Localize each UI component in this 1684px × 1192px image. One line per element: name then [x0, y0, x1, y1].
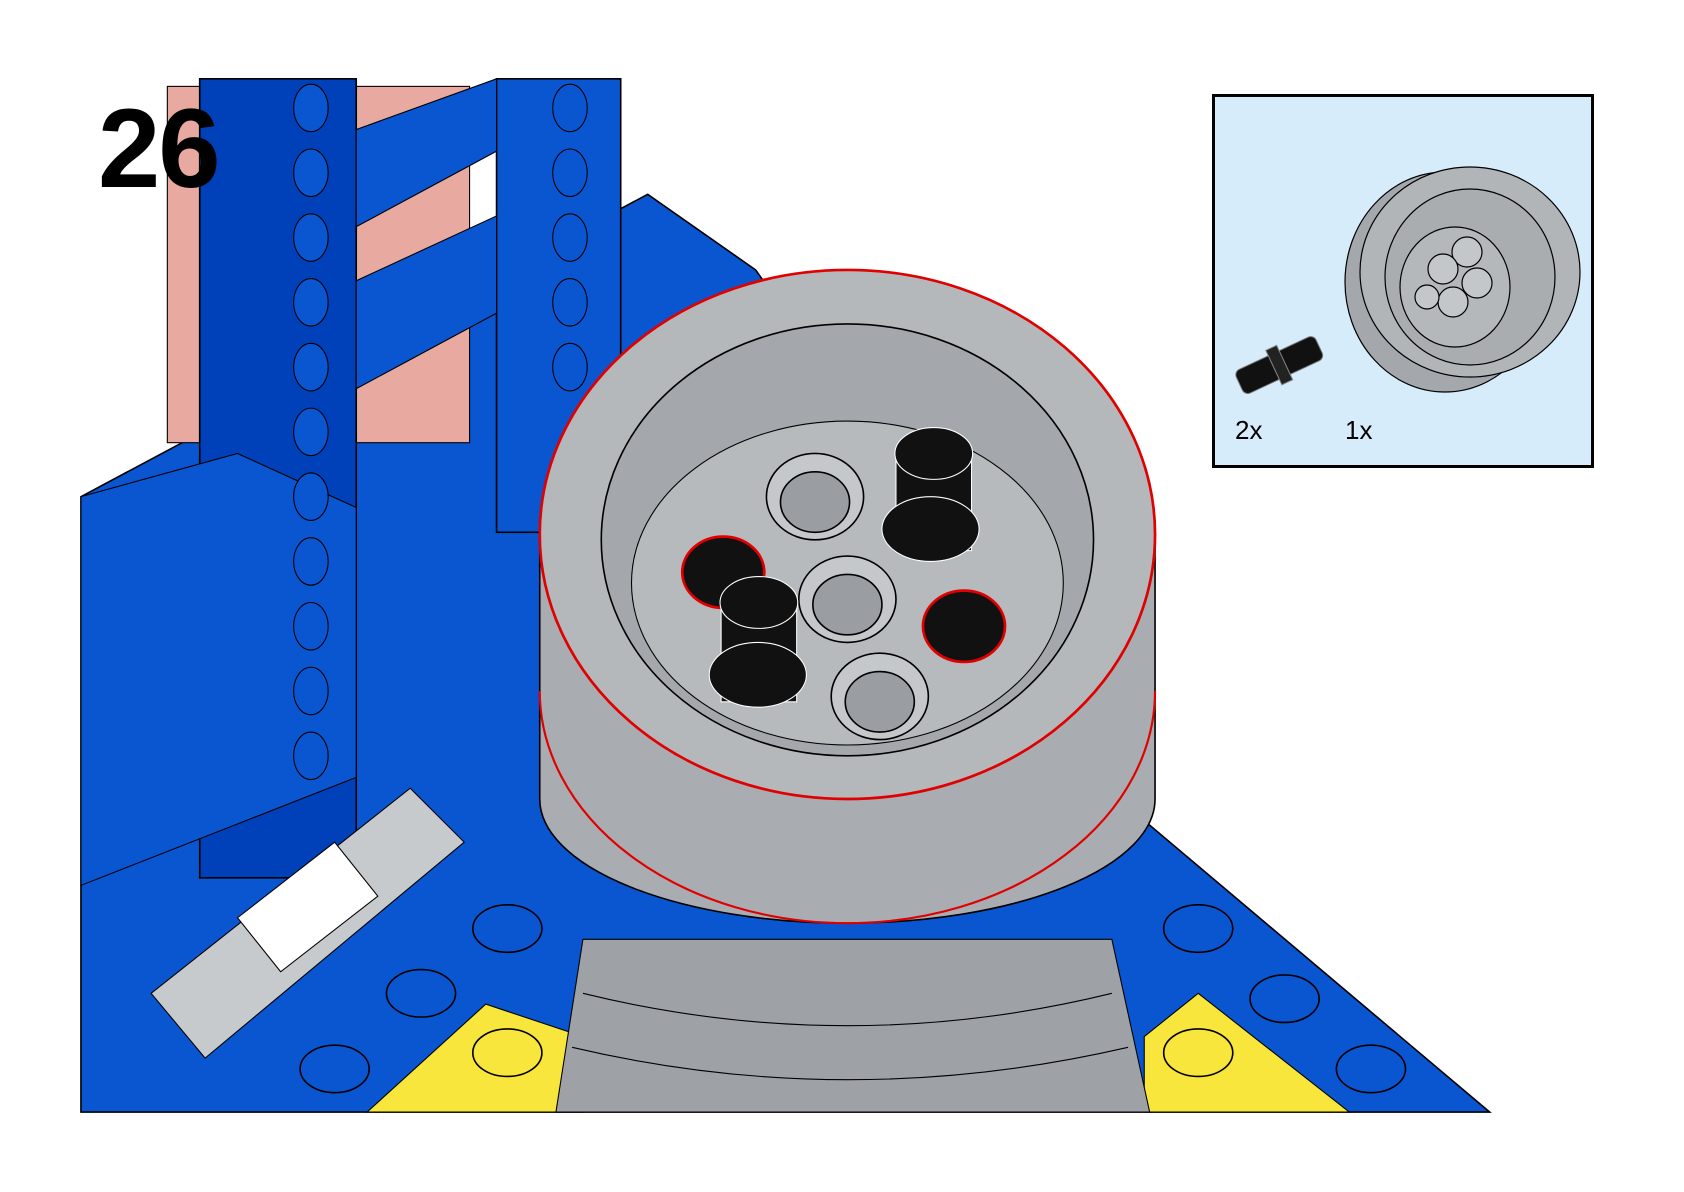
blue-cross-beam	[355, 78, 498, 228]
studs	[299, 903, 1407, 1094]
hub-holes	[765, 452, 930, 741]
black-pins-installed	[680, 427, 1007, 708]
pin-quantity: 2x	[1235, 415, 1263, 445]
parts-illustrations	[1235, 166, 1581, 394]
gray-wheel-icon	[1344, 166, 1581, 393]
black-pin-icon	[1235, 336, 1324, 394]
blue-block	[80, 452, 357, 887]
parts-list-callout: 2x 1x	[1212, 94, 1594, 468]
step-number: 26	[98, 86, 221, 211]
blue-cross-beam	[355, 215, 498, 390]
gray-axle-connector	[150, 787, 465, 1059]
tread-lines	[572, 992, 1129, 1081]
column-holes	[293, 83, 588, 781]
wheel-quantity: 1x	[1345, 415, 1373, 445]
